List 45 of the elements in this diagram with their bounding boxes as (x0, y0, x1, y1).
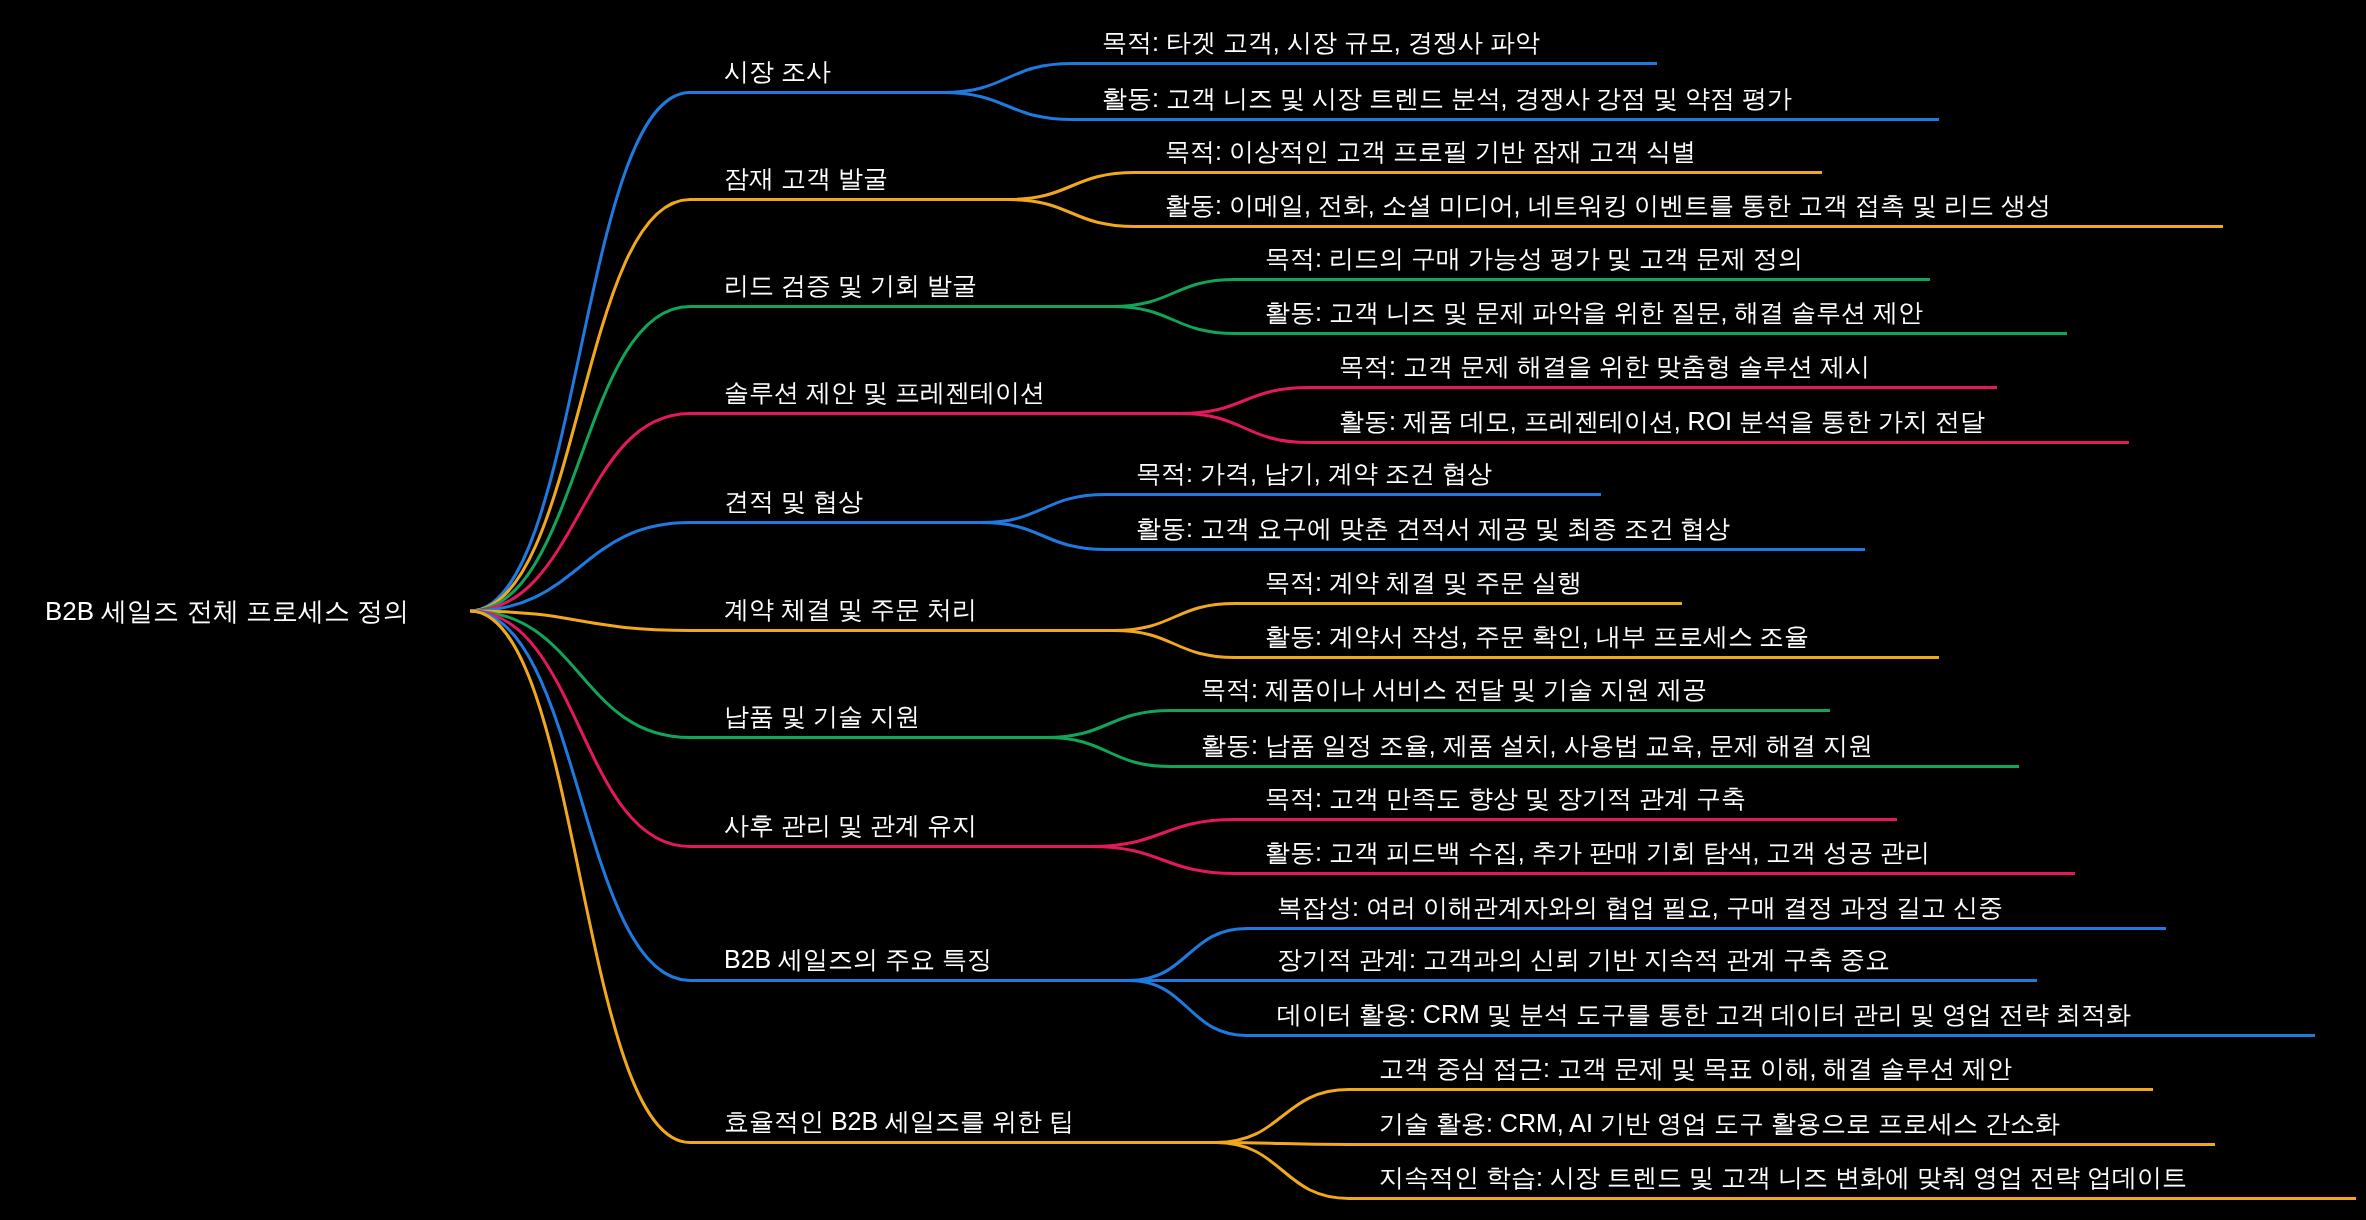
detail-topic: 복잡성: 여러 이해관계자와의 협업 필요, 구매 결정 과정 길고 신중 (1247, 888, 2166, 930)
detail-topic: 목적: 가격, 납기, 계약 조건 협상 (1106, 454, 1601, 496)
branch-topic: 잠재 고객 발굴 (690, 159, 1008, 201)
detail-topic: 고객 중심 접근: 고객 문제 및 목표 이해, 해결 솔루션 제안 (1349, 1049, 2153, 1091)
connector (1090, 845, 1236, 875)
detail-topic: 활동: 이메일, 전화, 소셜 미디어, 네트워킹 이벤트를 통한 고객 접촉 및 리드 생성 (1135, 186, 2223, 228)
connector (1045, 736, 1172, 768)
detail-topic: 목적: 계약 체결 및 주문 실행 (1235, 563, 1682, 605)
branch-topic: 효율적인 B2B 세일즈를 위한 팁 (690, 1102, 1216, 1144)
branch-topic: 납품 및 기술 지원 (690, 697, 1046, 739)
detail-topic: 목적: 고객 문제 해결을 위한 맞춤형 솔루션 제시 (1309, 347, 1997, 389)
connector (469, 609, 691, 1144)
detail-topic: 활동: 고객 니즈 및 시장 트렌드 분석, 경쟁사 강점 및 약점 평가 (1072, 79, 1939, 121)
detail-topic: 활동: 제품 데모, 프레젠테이션, ROI 분석을 통한 가치 전달 (1309, 402, 2129, 444)
branch-topic: 사후 관리 및 관계 유지 (690, 806, 1091, 848)
connector (1179, 412, 1310, 444)
detail-topic: 목적: 이상적인 고객 프로필 기반 잠재 고객 식별 (1135, 132, 1822, 174)
branch-topic: 계약 체결 및 주문 처리 (690, 590, 1114, 632)
connector (1128, 979, 1248, 1037)
detail-topic: 기술 활용: CRM, AI 기반 영업 도구 활용으로 프로세스 간소화 (1349, 1104, 2215, 1146)
root-topic: B2B 세일즈 전체 프로세스 정의 (45, 593, 470, 629)
connector (980, 521, 1107, 551)
branch-topic: 리드 검증 및 기회 발굴 (690, 266, 1112, 308)
connector (1111, 305, 1236, 335)
detail-topic: 활동: 고객 피드백 수집, 추가 판매 기회 탐색, 고객 성공 관리 (1235, 833, 2075, 875)
connector (469, 521, 691, 613)
detail-topic: 활동: 고객 요구에 맞춘 견적서 제공 및 최종 조건 협상 (1106, 509, 1865, 551)
detail-topic: 지속적인 학습: 시장 트렌드 및 고객 니즈 변화에 맞춰 영업 전략 업데이트 (1349, 1158, 2356, 1200)
detail-topic: 활동: 계약서 작성, 주문 확인, 내부 프로세스 조율 (1235, 617, 1939, 659)
connector (1215, 1141, 1350, 1200)
connector (942, 91, 1073, 121)
detail-topic: 목적: 타겟 고객, 시장 규모, 경쟁사 파악 (1072, 23, 1657, 65)
connector (1113, 629, 1236, 659)
branch-topic: 시장 조사 (690, 52, 943, 94)
branch-topic: 솔루션 제안 및 프레젠테이션 (690, 373, 1180, 415)
detail-topic: 목적: 리드의 구매 가능성 평가 및 고객 문제 정의 (1235, 239, 1930, 281)
detail-topic: 목적: 제품이나 서비스 전달 및 기술 지원 제공 (1171, 670, 1830, 712)
detail-topic: 데이터 활용: CRM 및 분석 도구를 통한 고객 데이터 관리 및 영업 전략 최적화 (1247, 995, 2315, 1037)
detail-topic: 목적: 고객 만족도 향상 및 장기적 관계 구축 (1235, 779, 1897, 821)
detail-topic: 활동: 납품 일정 조율, 제품 설치, 사용법 교육, 문제 해결 지원 (1171, 726, 2019, 768)
branch-topic: 견적 및 협상 (690, 482, 981, 524)
connector (1007, 198, 1136, 228)
branch-topic: B2B 세일즈의 주요 특징 (690, 940, 1129, 982)
detail-topic: 활동: 고객 니즈 및 문제 파악을 위한 질문, 해결 솔루션 제안 (1235, 293, 2067, 335)
detail-topic: 장기적 관계: 고객과의 신뢰 기반 지속적 관계 구축 중요 (1247, 940, 2037, 982)
